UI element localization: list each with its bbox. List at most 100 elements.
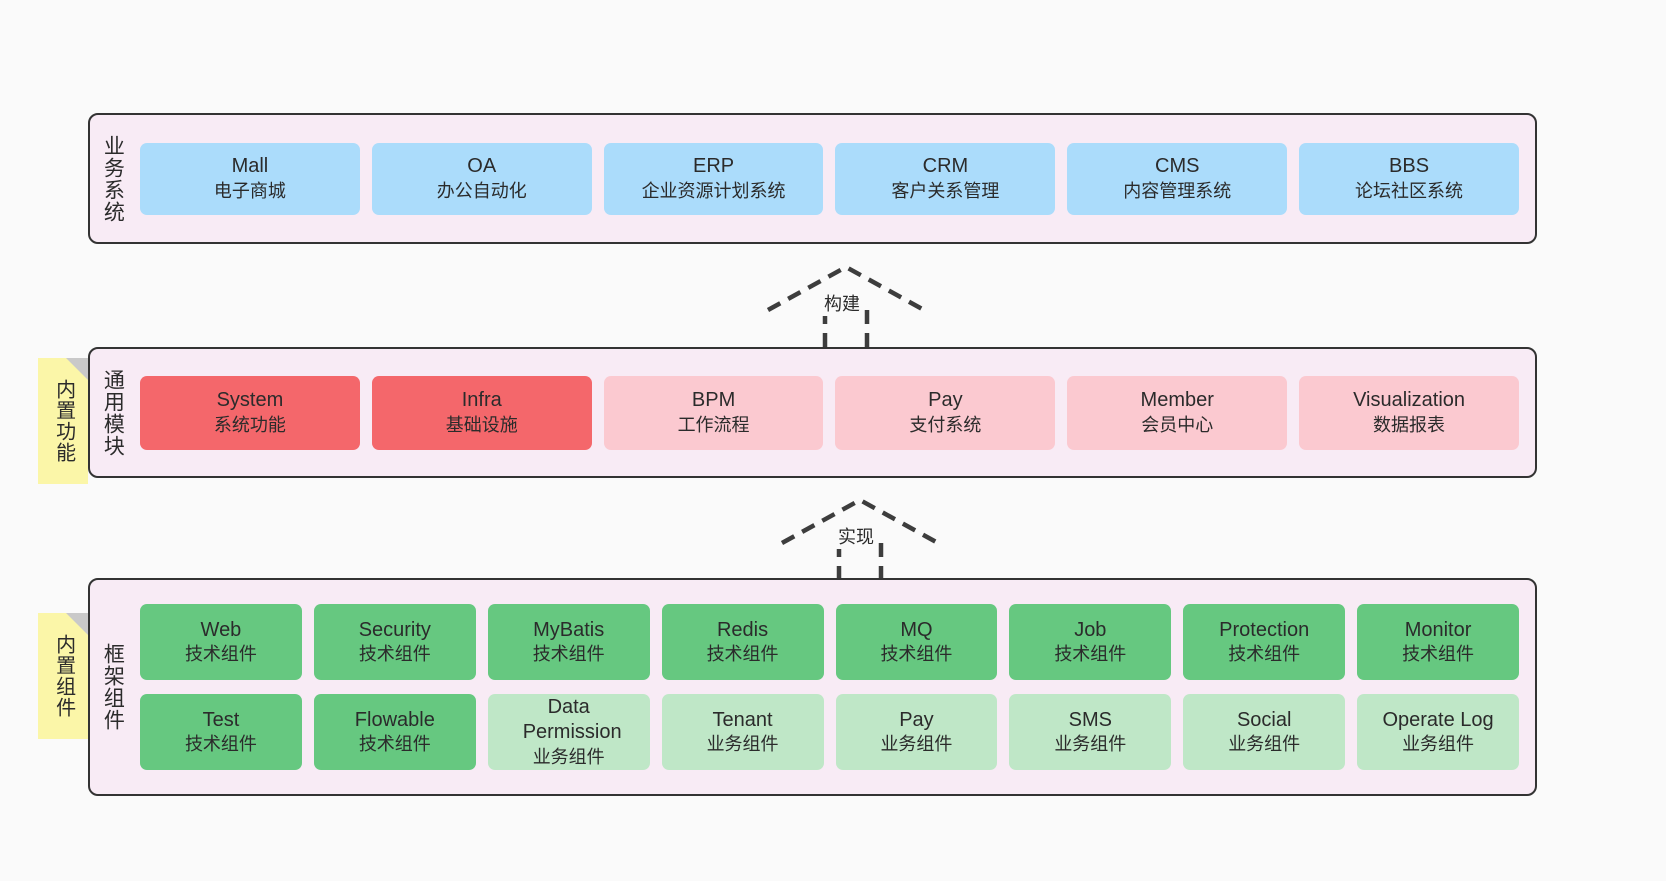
card-sms[interactable]: SMS 业务组件 <box>1009 694 1172 770</box>
card-redis[interactable]: Redis 技术组件 <box>661 604 824 680</box>
note-fold-corner <box>66 358 88 380</box>
card-row: System 系统功能 Infra 基础设施 BPM 工作流程 Pay 支付系统… <box>140 375 1519 450</box>
card-title: Tenant <box>712 708 773 731</box>
card-mybatis[interactable]: MyBatis 技术组件 <box>487 604 650 680</box>
card-title: Visualization <box>1353 389 1466 412</box>
card-protection[interactable]: Protection 技术组件 <box>1183 604 1346 680</box>
card-subtitle: 客户关系管理 <box>891 180 1000 201</box>
card-title: Pay <box>928 389 963 412</box>
note-builtin-function: 内置功能 <box>38 358 88 484</box>
card-subtitle: 系统功能 <box>213 414 286 435</box>
card-title: Data Permission <box>522 695 622 744</box>
card-row: Web 技术组件 Security 技术组件 MyBatis 技术组件 Redi… <box>140 604 1519 680</box>
card-subtitle: 技术组件 <box>532 644 605 665</box>
card-title: Pay <box>899 708 934 731</box>
card-title: Test <box>202 708 240 731</box>
note-builtin-component: 内置组件 <box>38 613 88 739</box>
card-system[interactable]: System 系统功能 <box>140 375 360 450</box>
card-title: Web <box>200 618 242 641</box>
card-pay[interactable]: Pay 支付系统 <box>835 375 1056 450</box>
layer-body-common-module: System 系统功能 Infra 基础设施 BPM 工作流程 Pay 支付系统… <box>134 349 1535 476</box>
card-subtitle: 业务组件 <box>1402 734 1475 755</box>
card-cms[interactable]: CMS 内容管理系统 <box>1067 142 1288 215</box>
card-subtitle: 技术组件 <box>184 644 257 665</box>
card-title: Mall <box>231 155 269 178</box>
card-member[interactable]: Member 会员中心 <box>1067 375 1288 450</box>
card-title: Social <box>1236 708 1292 731</box>
connector-implement: 实现 <box>770 495 950 585</box>
card-subtitle: 企业资源计划系统 <box>641 180 786 201</box>
card-web[interactable]: Web 技术组件 <box>140 604 302 680</box>
card-visualization[interactable]: Visualization 数据报表 <box>1299 375 1519 450</box>
card-security[interactable]: Security 技术组件 <box>313 604 476 680</box>
card-title: Operate Log <box>1382 708 1494 731</box>
card-flowable[interactable]: Flowable 技术组件 <box>313 694 476 770</box>
card-subtitle: 论坛社区系统 <box>1355 180 1464 201</box>
layer-title-framework-component: 框架组件 <box>101 643 125 731</box>
card-title: MQ <box>900 618 933 641</box>
card-subtitle: 技术组件 <box>706 644 779 665</box>
card-title: Security <box>358 618 431 641</box>
card-subtitle: 技术组件 <box>184 734 257 755</box>
card-subtitle: 业务组件 <box>706 734 779 755</box>
connector-build: 构建 <box>756 262 936 352</box>
card-oa[interactable]: OA 办公自动化 <box>371 142 592 215</box>
layer-body-business-system: Mall 电子商城 OA 办公自动化 ERP 企业资源计划系统 CRM 客户关系… <box>134 115 1535 242</box>
card-subtitle: 基础设施 <box>445 414 518 435</box>
card-title: System <box>216 389 284 412</box>
note-fold-corner <box>66 613 88 635</box>
card-row: Test 技术组件 Flowable 技术组件 Data Permission … <box>140 694 1519 770</box>
card-title: Job <box>1074 618 1107 641</box>
card-subtitle: 业务组件 <box>1228 734 1301 755</box>
card-subtitle: 工作流程 <box>677 414 750 435</box>
connector-implement-label: 实现 <box>836 523 876 549</box>
card-title: Flowable <box>354 708 435 731</box>
card-title: Member <box>1140 389 1214 412</box>
layer-framework-component: 框架组件 Web 技术组件 Security 技术组件 MyBatis 技术组件… <box>88 578 1537 796</box>
card-subtitle: 支付系统 <box>909 414 982 435</box>
card-subtitle: 内容管理系统 <box>1123 180 1232 201</box>
connector-build-label: 构建 <box>822 290 862 316</box>
card-subtitle: 办公自动化 <box>436 180 527 201</box>
card-erp[interactable]: ERP 企业资源计划系统 <box>603 142 824 215</box>
card-crm[interactable]: CRM 客户关系管理 <box>835 142 1056 215</box>
card-subtitle: 技术组件 <box>1402 644 1475 665</box>
card-operate-log[interactable]: Operate Log 业务组件 <box>1357 694 1519 770</box>
card-mall[interactable]: Mall 电子商城 <box>140 142 360 215</box>
card-subtitle: 业务组件 <box>532 747 605 768</box>
card-title: CMS <box>1155 155 1200 178</box>
card-pay-component[interactable]: Pay 业务组件 <box>835 694 998 770</box>
layer-title-business-system: 业务系统 <box>101 134 125 223</box>
card-bbs[interactable]: BBS 论坛社区系统 <box>1299 142 1519 215</box>
card-monitor[interactable]: Monitor 技术组件 <box>1357 604 1519 680</box>
card-subtitle: 技术组件 <box>358 734 431 755</box>
card-title: SMS <box>1068 708 1112 731</box>
layer-title-common-module: 通用模块 <box>101 368 125 457</box>
card-tenant[interactable]: Tenant 业务组件 <box>661 694 824 770</box>
card-test[interactable]: Test 技术组件 <box>140 694 302 770</box>
card-data-permission[interactable]: Data Permission 业务组件 <box>487 694 650 770</box>
card-social[interactable]: Social 业务组件 <box>1183 694 1346 770</box>
card-mq[interactable]: MQ 技术组件 <box>835 604 998 680</box>
note-label: 内置功能 <box>52 379 75 463</box>
card-bpm[interactable]: BPM 工作流程 <box>603 375 824 450</box>
layer-common-module: 通用模块 System 系统功能 Infra 基础设施 BPM 工作流程 Pay… <box>88 347 1537 478</box>
card-title: Infra <box>461 389 502 412</box>
layer-business-system: 业务系统 Mall 电子商城 OA 办公自动化 ERP 企业资源计划系统 CRM… <box>88 113 1537 244</box>
card-title: Redis <box>716 618 769 641</box>
layer-body-framework-component: Web 技术组件 Security 技术组件 MyBatis 技术组件 Redi… <box>134 580 1535 794</box>
card-title: BBS <box>1389 155 1430 178</box>
card-title: BPM <box>691 389 736 412</box>
card-row: Mall 电子商城 OA 办公自动化 ERP 企业资源计划系统 CRM 客户关系… <box>140 142 1519 215</box>
card-infra[interactable]: Infra 基础设施 <box>371 375 592 450</box>
card-subtitle: 数据报表 <box>1373 414 1446 435</box>
card-subtitle: 技术组件 <box>1054 644 1127 665</box>
card-subtitle: 电子商城 <box>213 180 286 201</box>
card-subtitle: 业务组件 <box>1054 734 1127 755</box>
card-subtitle: 技术组件 <box>1228 644 1301 665</box>
card-title: Protection <box>1219 618 1310 641</box>
card-job[interactable]: Job 技术组件 <box>1009 604 1172 680</box>
card-title: CRM <box>922 155 969 178</box>
card-subtitle: 技术组件 <box>880 644 953 665</box>
card-subtitle: 业务组件 <box>880 734 953 755</box>
